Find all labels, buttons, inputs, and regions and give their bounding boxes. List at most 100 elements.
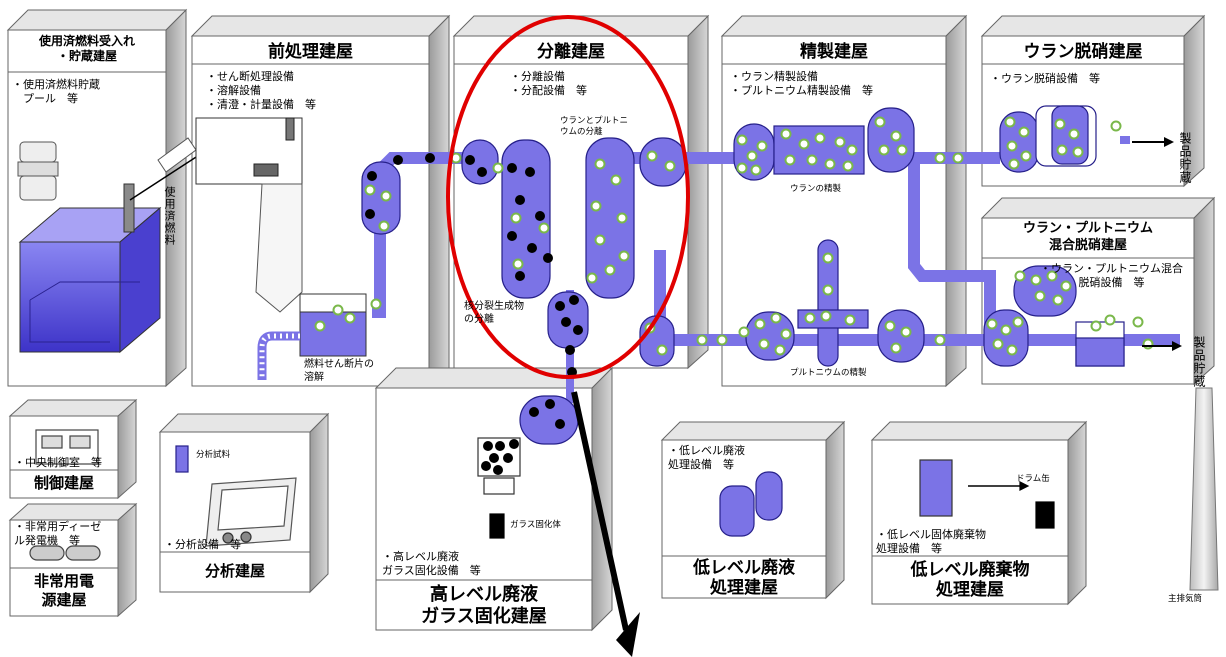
uranium-plutonium-dot	[380, 190, 392, 202]
uranium-plutonium-dot	[314, 320, 326, 332]
head-end-title: 前処理建屋	[268, 42, 353, 62]
fission-products-label: 核分裂生成物 の分離	[464, 301, 524, 325]
spent-fuel-pool	[17, 137, 214, 354]
fission-product-dot	[509, 439, 519, 449]
uranium-plutonium-dot	[820, 310, 832, 322]
uranium-plutonium-dot	[646, 150, 658, 162]
uranium-plutonium-dot	[770, 312, 782, 324]
purification-equip: ・ウラン精製設備 ・プルトニウム精製設備 等	[730, 70, 873, 97]
control-equip: ・中央制御室 等	[14, 456, 102, 469]
uranium-plutonium-dot	[1014, 270, 1026, 282]
u-denitration-equip: ・ウラン脱硝設備 等	[990, 72, 1100, 85]
uranium-plutonium-dot	[370, 298, 382, 310]
uranium-plutonium-dot	[1052, 294, 1064, 306]
uranium-plutonium-dot	[780, 328, 792, 340]
mox-equip: ・ウラン・プルトニウム混合 脱硝設備 等	[1040, 262, 1183, 289]
building-boxes	[6, 8, 1216, 632]
uranium-plutonium-dot	[934, 334, 946, 346]
fission-product-dot	[545, 399, 555, 409]
uranium-plutonium-dot	[874, 116, 886, 128]
fission-product-dot	[489, 453, 499, 463]
low-solid-title: 低レベル廃棄物 処理建屋	[910, 560, 1030, 600]
fission-product-dot	[567, 367, 577, 377]
fission-product-dot	[507, 231, 517, 241]
fission-product-dot	[481, 461, 491, 471]
vitrification-title: 高レベル廃液 ガラス固化建屋	[421, 584, 547, 627]
uranium-plutonium-dot	[952, 152, 964, 164]
fission-product-dot	[515, 195, 525, 205]
fission-product-dot	[393, 155, 403, 165]
uranium-plutonium-dot	[590, 200, 602, 212]
uranium-plutonium-dot	[594, 158, 606, 170]
process-particles	[314, 116, 1154, 475]
uranium-plutonium-dot	[1018, 126, 1030, 138]
uranium-plutonium-dot	[756, 140, 768, 152]
main-stack	[1189, 387, 1219, 591]
building-emergency-box	[8, 502, 138, 618]
uranium-plutonium-dot	[824, 158, 836, 170]
uranium-plutonium-dot	[814, 132, 826, 144]
low-solid-equip: ・低レベル固体廃棄物 処理設備 等	[876, 528, 986, 555]
uranium-plutonium-dot	[1072, 146, 1084, 158]
u-denitration-title: ウラン脱硝建屋	[1023, 42, 1143, 62]
uranium-plutonium-dot	[934, 152, 946, 164]
uranium-plutonium-dot	[1034, 290, 1046, 302]
uranium-plutonium-dot	[746, 150, 758, 162]
uranium-plutonium-dot	[992, 338, 1004, 350]
uranium-plutonium-dot	[1006, 344, 1018, 356]
fission-product-dot	[515, 271, 525, 281]
uranium-plutonium-dot	[884, 320, 896, 332]
low-liquid-title: 低レベル廃液 処理建屋	[693, 558, 795, 598]
uranium-plutonium-dot	[1008, 158, 1020, 170]
fission-product-dot	[573, 325, 583, 335]
uranium-plutonium-dot	[512, 258, 524, 270]
fission-product-dot	[569, 295, 579, 305]
uranium-plutonium-dot	[1006, 140, 1018, 152]
uranium-plutonium-dot	[736, 134, 748, 146]
uranium-plutonium-dot	[1046, 270, 1058, 282]
uranium-plutonium-dot	[1142, 338, 1154, 350]
spent-fuel-transfer-label: 使用済燃料	[163, 186, 176, 246]
product-storage-label-1: 製品貯蔵	[1178, 132, 1192, 184]
uranium-plutonium-dot	[364, 184, 376, 196]
analysis-title: 分析建屋	[204, 562, 265, 580]
fission-product-dot	[495, 441, 505, 451]
uranium-plutonium-dot	[716, 334, 728, 346]
uranium-plutonium-dot	[754, 318, 766, 330]
vitrification-product-label: ガラス固化体	[510, 520, 561, 530]
uranium-plutonium-dot	[900, 326, 912, 338]
product-storage-label-2: 製品貯蔵	[1192, 336, 1206, 388]
fission-product-dot	[555, 419, 565, 429]
uranium-plutonium-dot	[780, 128, 792, 140]
uranium-plutonium-dot	[846, 144, 858, 156]
purification-title: 精製建屋	[800, 42, 868, 62]
dissolution-label: 燃料せん断片の 溶解	[304, 359, 374, 383]
uranium-plutonium-dot	[1110, 120, 1122, 132]
uranium-plutonium-dot	[834, 136, 846, 148]
downward-arrow	[571, 391, 640, 657]
uranium-plutonium-dot	[378, 220, 390, 232]
uranium-plutonium-dot	[1020, 150, 1032, 162]
low-liquid-equip: ・低レベル廃液 処理設備 等	[668, 444, 745, 471]
uranium-plutonium-dot	[1132, 316, 1144, 328]
head-end-equip: ・せん断処理設備 ・溶解設備 ・清澄・計量設備 等	[206, 70, 316, 111]
building-control-box	[8, 398, 138, 500]
vitrification-equip: ・高レベル廃液 ガラス固化設備 等	[382, 550, 481, 577]
fission-product-dot	[365, 209, 375, 219]
uranium-plutonium-dot	[878, 144, 890, 156]
highlight-circle	[446, 15, 690, 379]
spent-fuel-equip: ・使用済燃料貯蔵 プール 等	[12, 78, 100, 105]
uranium-plutonium-dot	[594, 234, 606, 246]
fission-product-dot	[503, 453, 513, 463]
fission-product-dot	[525, 167, 535, 177]
emergency-equip: ・非常用ディーゼ ル発電機 等	[14, 520, 102, 547]
control-title: 制御建屋	[33, 474, 94, 492]
fission-product-dot	[493, 465, 503, 475]
drum-label: ドラム缶	[1016, 474, 1050, 484]
building-low-solid-box	[870, 420, 1088, 606]
uranium-plutonium-dot	[784, 154, 796, 166]
uranium-plutonium-dot	[806, 154, 818, 166]
uranium-plutonium-dot	[1000, 324, 1012, 336]
uranium-plutonium-dot	[664, 160, 676, 172]
uranium-plutonium-dot	[610, 174, 622, 186]
